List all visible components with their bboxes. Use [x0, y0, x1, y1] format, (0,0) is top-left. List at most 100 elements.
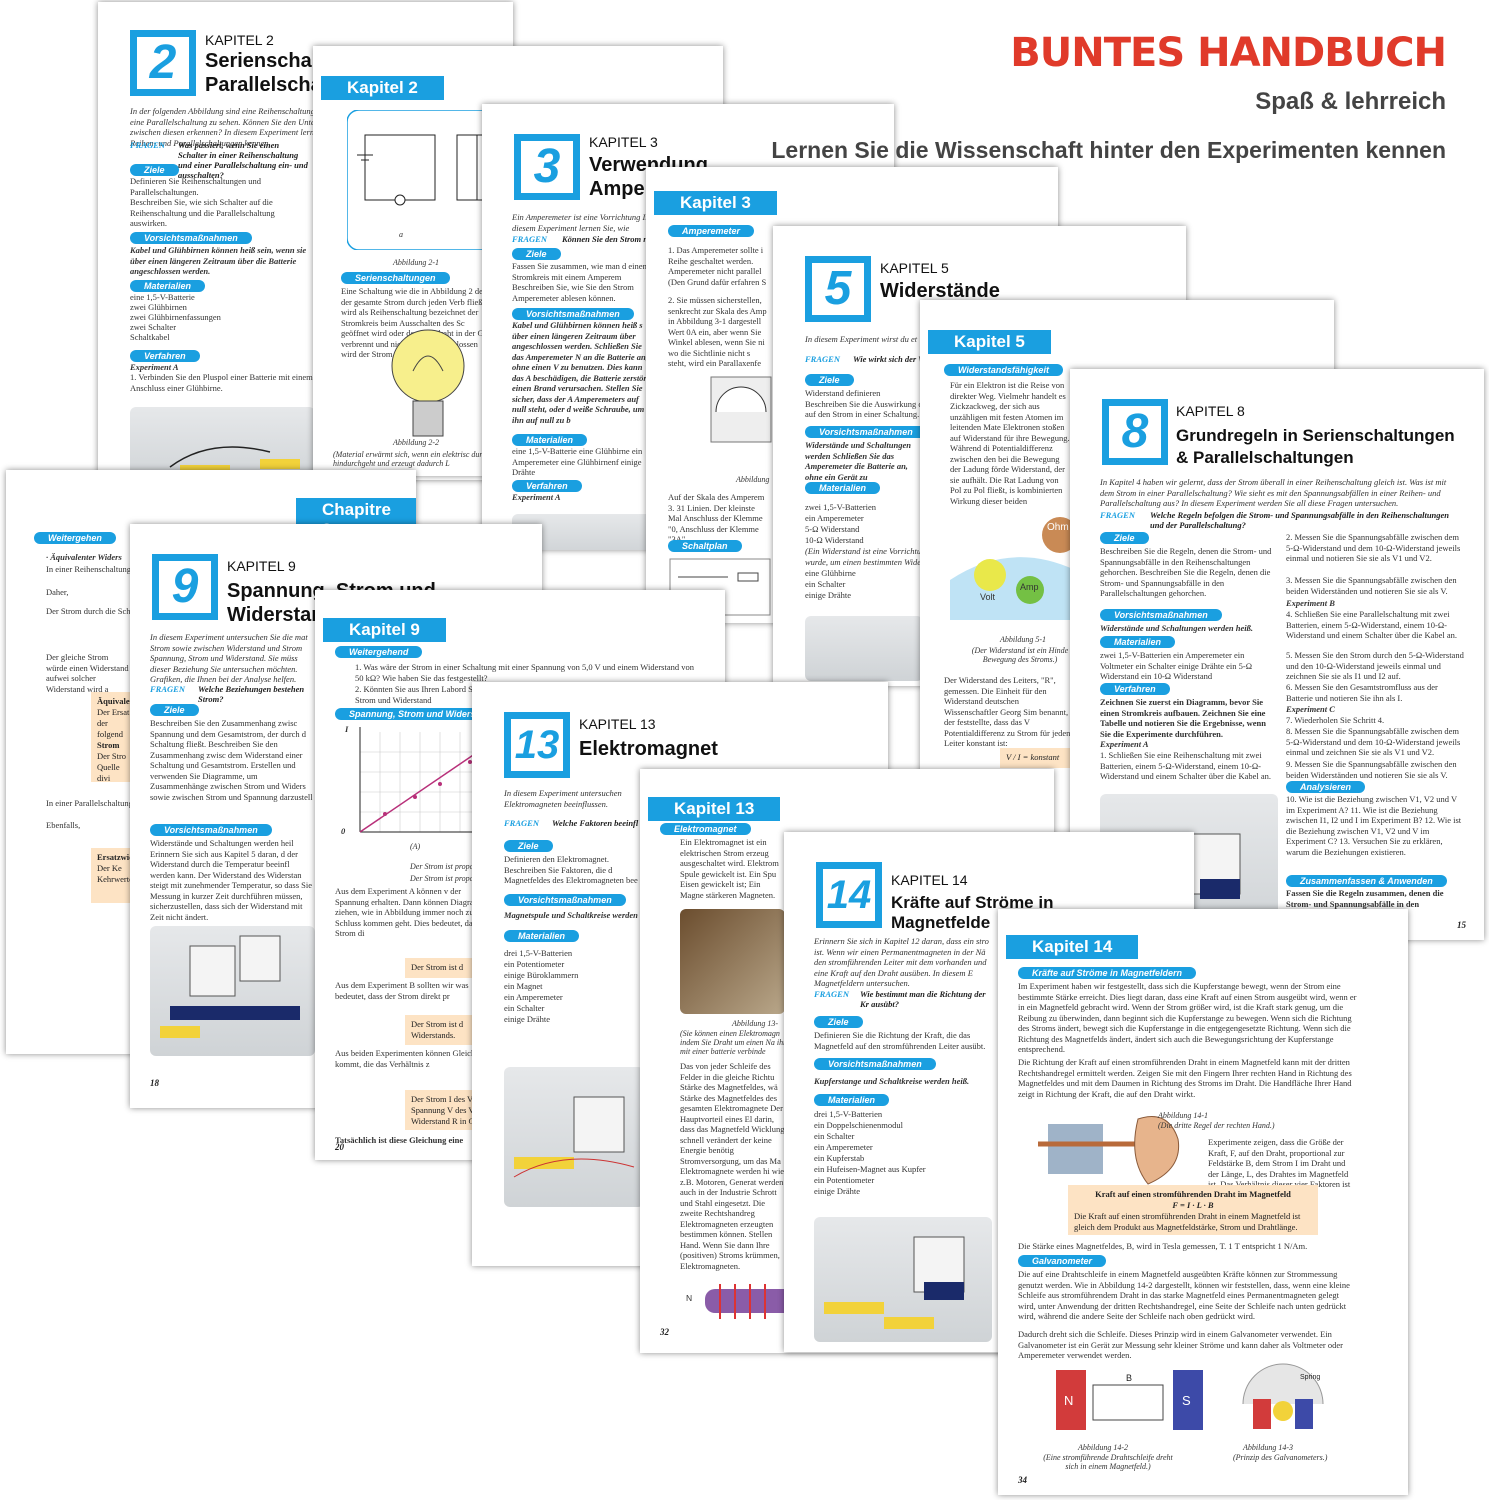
material-5: ein Hufeisen-Magnet aus Kupfer [814, 1164, 926, 1174]
fragen-label: FRAGEN [512, 234, 547, 244]
vorsicht-pill: Vorsichtsmaßnahmen [805, 426, 927, 438]
material-2: ein Schalter [814, 1131, 855, 1141]
intro-text: Erinnern Sie sich in Kapitel 12 daran, d… [814, 936, 989, 988]
verfahren-text: Zeichnen Sie zuerst ein Diagramm, bevor … [1100, 697, 1267, 739]
chapter-number: 5 [805, 256, 871, 322]
formula-box: V / I = konstant [1000, 748, 1070, 768]
figure-14-2-description: (Eine stromführende Drahtschleife dreht … [1043, 1453, 1173, 1471]
experiment-photo [150, 926, 315, 1056]
figure-description: (Der Widerstand ist ein Hinde Bewegung d… [971, 646, 1069, 664]
chapter-number: 9 [152, 554, 218, 620]
aequivalent-box: Äquivalen Der Ersat der folgend Strom De… [91, 692, 136, 783]
line-6: In einer Parallelschaltung, [46, 798, 135, 808]
page-number: 15 [1457, 920, 1466, 930]
vorsicht-text: Magnetspule und Schaltkreise werden [504, 910, 638, 920]
material-8: einige Drähte [805, 590, 852, 600]
material-7: einige Drähte [814, 1186, 861, 1196]
chapter-title: Widerstände [880, 280, 1000, 302]
field-b-label: B [1126, 1373, 1132, 1383]
widerstand-pill: Widerstandsfähigkeit [944, 364, 1063, 376]
ziele-pill: Ziele [130, 164, 179, 176]
material-4: (Ein Widerstand ist eine Vorrichtu [805, 546, 922, 556]
material-7: ein Schalter [805, 579, 846, 589]
box-formula: F = I · L · B [1172, 1200, 1214, 1210]
brand-subtitle: Spaß & lehrreich [1255, 88, 1446, 115]
material-3: 10-Ω Widerstand [805, 535, 864, 545]
body-text: Aus dem Experiment A können v der Spannu… [335, 886, 493, 938]
amperemeter-pill: Amperemeter [668, 225, 755, 237]
question-text: Welche Faktoren beeinfl [552, 818, 639, 828]
body-text-4: Tatsächlich ist diese Gleichung eine [335, 1135, 464, 1145]
graph-caption: (A) [410, 842, 421, 851]
body-text: Ein Elektromagnet ist ein elektrischen S… [680, 837, 779, 900]
figure-14-1-description: (Die dritte Regel der rechten Hand.) [1158, 1121, 1275, 1130]
vorsicht-pill: Vorsichtsmaßnahmen [504, 894, 626, 906]
line-7: Ebenfalls, [46, 820, 81, 830]
question-text: Welche Regeln befolgen die Strom- und Sp… [1150, 510, 1450, 530]
body-text-2: Aus dem Experiment B sollten wir was bed… [335, 980, 469, 1001]
page-number: 32 [660, 1327, 669, 1337]
figure-14-1-caption: Abbildung 14-1 [1158, 1111, 1208, 1120]
ersatz-box: Ersatzwid Der Ke Kehrwerte [91, 848, 136, 903]
chapter-title-line1: Grundregeln in Serienschaltungen [1176, 426, 1455, 445]
body-3: Auf der Skala des Amperem 3. 31 Linien. … [668, 492, 765, 544]
question-text: Können Sie den Strom n [562, 234, 648, 244]
question-text: Wie wirkt sich der W [853, 354, 926, 364]
chapter-label: KAPITEL 3 [589, 134, 658, 150]
chapter-label: KAPITEL 14 [891, 872, 968, 888]
vorsicht-text: Widerstände und Schaltungen werden Schli… [805, 440, 911, 482]
experiment-photo [814, 1217, 992, 1342]
figure-caption: Abbildung 5-1 [1000, 635, 1046, 644]
experiment-a-label: Experiment A [1100, 739, 1149, 749]
materials-text: eine 1,5-V-Batterie eine Glühbirne ein A… [512, 446, 643, 477]
vorsicht-text: Widerstände und Schaltungen werden heiß. [1100, 623, 1253, 633]
brand-tagline: Lernen Sie die Wissenschaft hinter den E… [771, 137, 1446, 163]
intro-text: Ein Amperemeter ist eine Vorrichtung In … [512, 212, 650, 233]
iv-graph [359, 727, 490, 833]
chapter-label: KAPITEL 5 [880, 260, 949, 276]
page-number: 34 [1018, 1475, 1027, 1485]
coil-n-label: N [686, 1293, 693, 1303]
question-text: Wie bestimmt man die Richtung der Kr aus… [860, 989, 986, 1009]
schaltplan-pill: Schaltplan [668, 540, 742, 552]
axis-origin-label: 0 [341, 826, 346, 836]
page-kapitel-14: Kapitel 14 Kräfte auf Ströme in Magnetfe… [998, 909, 1408, 1495]
intro-text: In Kapitel 4 haben wir gelernt, dass der… [1100, 477, 1447, 508]
body-text-2: Der Widerstand des Leiters, "R", gemesse… [944, 675, 1071, 748]
vorsicht-pill: Vorsichtsmaßnahmen [512, 308, 634, 320]
chapter-label: KAPITEL 8 [1176, 403, 1245, 419]
spring-label: Spring [1300, 1374, 1320, 1381]
experiment-c-label: Experiment C [1286, 704, 1335, 714]
figure-14-3-caption: Abbildung 14-3 [1243, 1443, 1293, 1452]
box-text-2: Der Stro Quelle divi [97, 751, 127, 783]
material-6: ein Potentiometer [814, 1175, 875, 1185]
right-step-9: 9. Messen Sie die Spannungsabfälle zwisc… [1286, 759, 1457, 780]
page-banner: Kapitel 14 [1006, 935, 1139, 959]
circuit-label-a: a [399, 230, 403, 239]
material-6: eine Glühbirne [805, 568, 856, 578]
experiment-label: Experiment A [130, 362, 179, 372]
ziele-text: Definieren den Elektromagnet. Beschreibe… [504, 854, 638, 885]
line-5: Der gleiche Strom würde einen Widerstand… [46, 652, 129, 694]
fragen-label: FRAGEN [1100, 510, 1135, 520]
material-2: zwei Glühbirnenfassungen [130, 312, 221, 322]
magnet-s-label: S [1182, 1393, 1191, 1408]
loop-magnet-illustration: N S B [1056, 1370, 1203, 1430]
page-number: 18 [150, 1078, 159, 1088]
figure-14-2-caption: Abbildung 14-2 [1078, 1443, 1128, 1452]
figure-2-1-caption: Abbildung 2-1 [393, 258, 439, 267]
material-5: wurde, um einen bestimmten Wide [805, 557, 922, 567]
body-2: 2. Sie müssen sicherstellen, senkrecht z… [668, 295, 767, 368]
chapter-title-line2: Magnetfelde [891, 913, 991, 932]
materials-text: zwei 1,5-V-Batterien ein Amperemeter ein… [1100, 650, 1253, 681]
body-text-3: Aus beiden Experimenten können Gleichung… [335, 1048, 488, 1069]
body-2: Die Richtung der Kraft auf einen stromfü… [1018, 1057, 1352, 1099]
material-pill: Materialien [1100, 636, 1176, 648]
right-step-5: 5. Messen Sie den Strom durch den 5-Ω-Wi… [1286, 650, 1464, 681]
body-6: Dadurch dreht sich die Schleife. Dieses … [1018, 1329, 1343, 1360]
right-step-2: 2. Messen Sie die Spannungsabfälle zwisc… [1286, 532, 1461, 563]
vorsicht-text: Widerstände und Schaltungen werden heil … [150, 838, 313, 922]
kraefte-pill: Kräfte auf Ströme in Magnetfeldern [1018, 967, 1197, 979]
vorsicht-text: Kabel und Glühbirnen können heiß sein, w… [130, 245, 307, 276]
material-2: 5-Ω Widerstand [805, 524, 860, 534]
